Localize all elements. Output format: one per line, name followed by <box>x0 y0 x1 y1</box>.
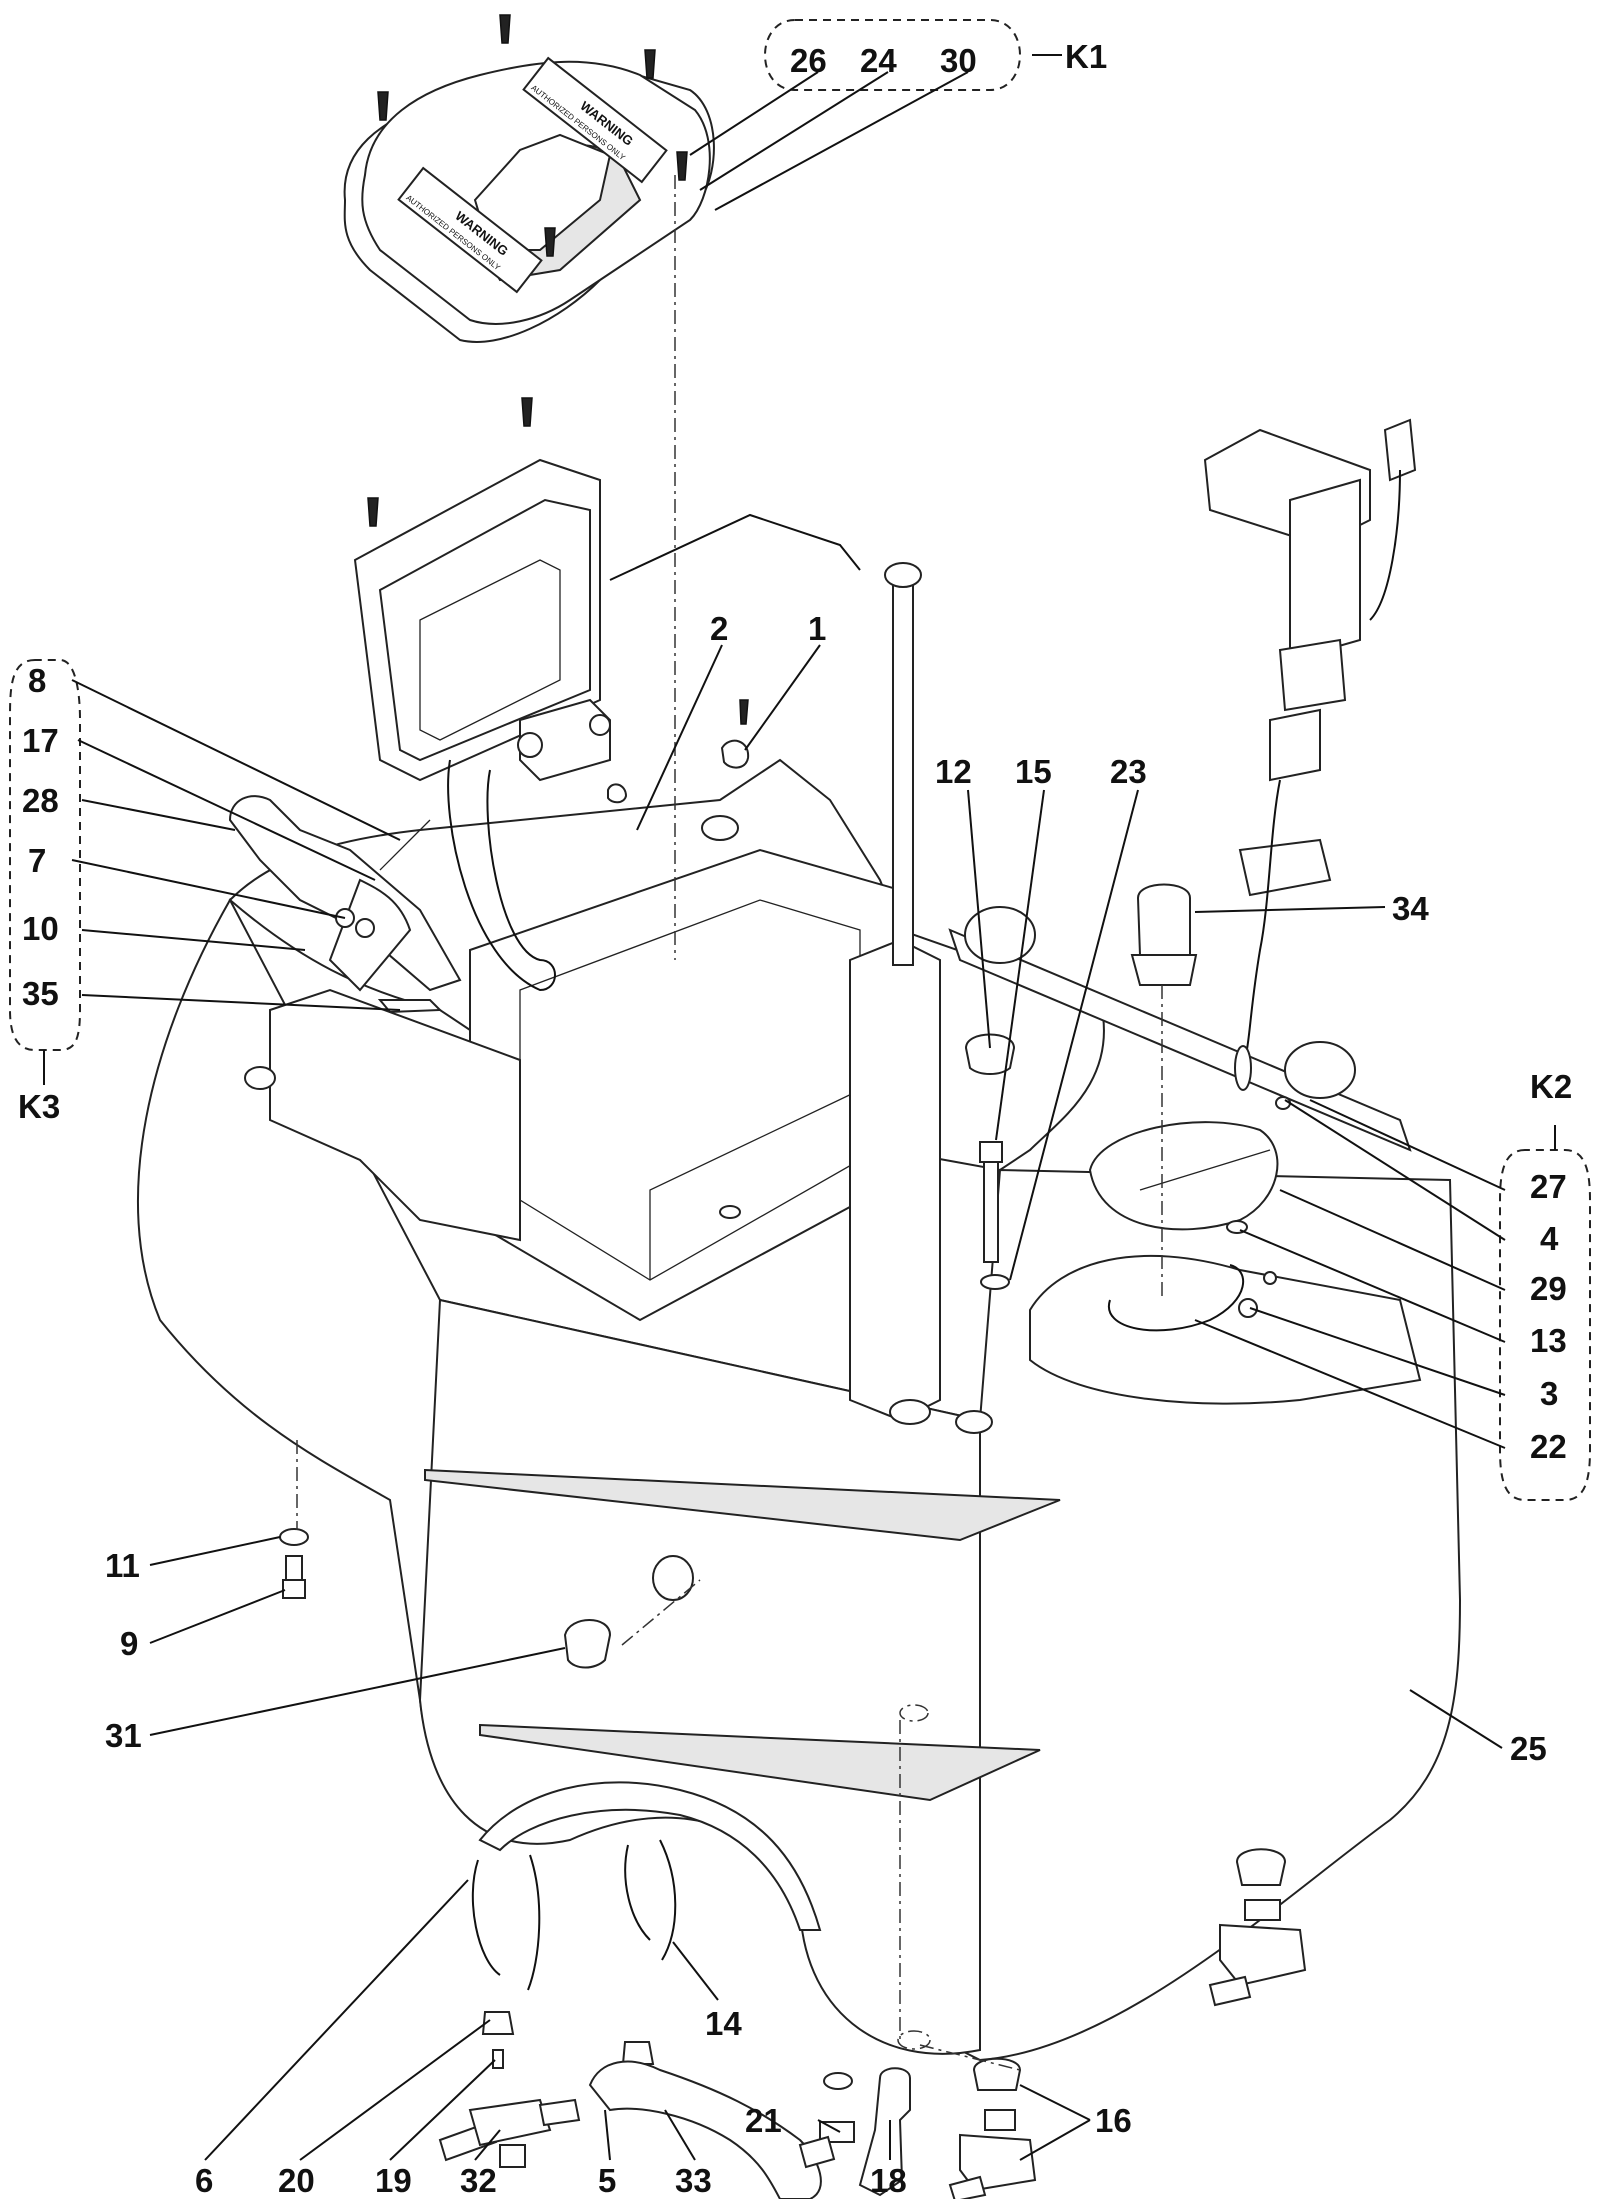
kit-k2-outline <box>1499 1149 1591 1501</box>
kit-k3-outline <box>9 659 81 1051</box>
brake-actuator <box>1203 418 1417 1091</box>
callout-31: 31 <box>105 1717 142 1754</box>
callout-12: 12 <box>935 753 972 790</box>
callout-8: 8 <box>28 662 46 699</box>
callout-28: 28 <box>22 782 59 819</box>
callout-16: 16 <box>1095 2102 1132 2139</box>
kit-k1-outline <box>764 19 1021 91</box>
callout-26: 26 <box>790 42 827 79</box>
callout-34: 34 <box>1392 890 1429 927</box>
callout-15: 15 <box>1015 753 1052 790</box>
callout-2: 2 <box>710 610 728 647</box>
kit-k3-label: K3 <box>18 1088 60 1125</box>
callout-35: 35 <box>22 975 59 1012</box>
callout-29: 29 <box>1530 1270 1567 1307</box>
callout-18: 18 <box>870 2162 907 2199</box>
top-cover-assembly: WARNING AUTHORIZED PERSONS ONLY WARNING … <box>343 14 715 960</box>
callout-11: 11 <box>105 1547 140 1584</box>
callout-32: 32 <box>460 2162 497 2199</box>
callout-30: 30 <box>940 42 977 79</box>
callout-22: 22 <box>1530 1428 1567 1465</box>
callout-27: 27 <box>1530 1168 1567 1205</box>
callout-21: 21 <box>745 2102 782 2139</box>
misc-parts <box>279 699 1307 2199</box>
callout-9: 9 <box>120 1625 138 1662</box>
cover-screws <box>367 14 688 527</box>
callout-7: 7 <box>28 842 46 879</box>
callout-25: 25 <box>1510 1730 1547 1767</box>
callout-23: 23 <box>1110 753 1147 790</box>
callout-19: 19 <box>375 2162 412 2199</box>
callout-5: 5 <box>598 2162 616 2199</box>
callout-4: 4 <box>1540 1220 1559 1257</box>
callout-3: 3 <box>1540 1375 1558 1412</box>
callout-6: 6 <box>195 2162 213 2199</box>
callout-10: 10 <box>22 910 59 947</box>
callout-14: 14 <box>705 2005 742 2042</box>
callout-numbers: 26 24 30 K1 2 1 12 15 23 34 8 17 28 7 10… <box>18 38 1572 2199</box>
kit-k2-label: K2 <box>1530 1068 1572 1105</box>
kit-k1-label: K1 <box>1065 38 1107 75</box>
callout-20: 20 <box>278 2162 315 2199</box>
callout-17: 17 <box>22 722 59 759</box>
callout-13: 13 <box>1530 1322 1567 1359</box>
shift-rod <box>884 562 922 966</box>
callout-1: 1 <box>808 610 826 647</box>
callout-24: 24 <box>860 42 897 79</box>
callout-33: 33 <box>675 2162 712 2199</box>
leader-lines <box>71 71 1506 2161</box>
